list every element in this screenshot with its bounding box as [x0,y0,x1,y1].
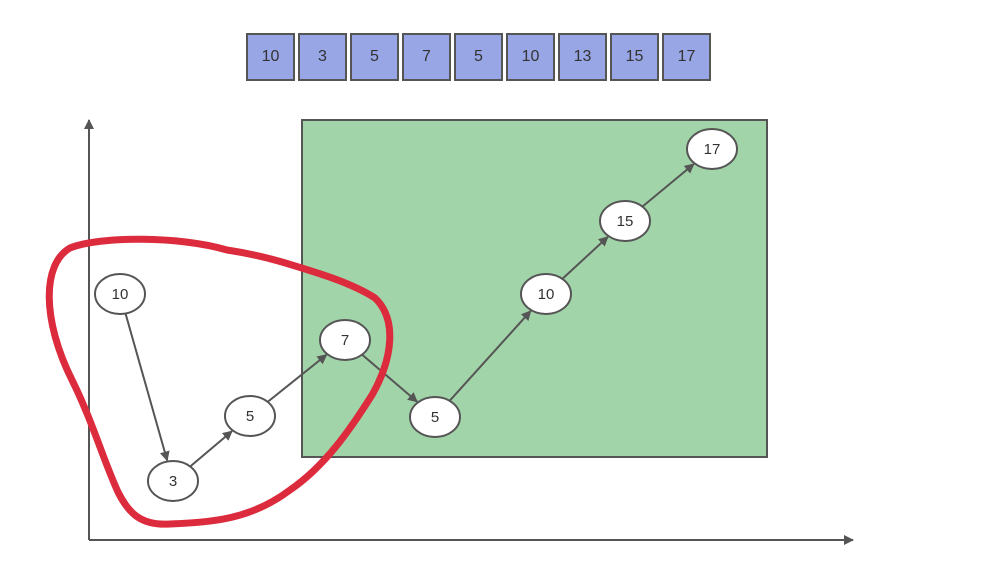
edge-arrow [448,310,532,402]
node: 3 [147,460,199,502]
node-circle [319,319,371,361]
node-label: 7 [341,332,349,349]
node-circle [520,273,572,315]
edge-arrow [361,353,418,403]
node-circle [94,273,146,315]
node-label: 10 [112,286,129,303]
array-cell: 10 [506,33,555,81]
node: 17 [686,128,738,170]
array-cell: 10 [246,33,295,81]
array-cell: 5 [350,33,399,81]
node: 10 [520,273,572,315]
edge-arrow [641,163,695,208]
array-cell: 17 [662,33,711,81]
node-label: 5 [246,408,254,425]
node-circle [147,460,199,502]
edge-arrow [124,313,170,462]
edge-arrow [189,430,233,468]
node-label: 5 [431,409,439,426]
node-circle [409,396,461,438]
edges-layer [124,163,695,468]
node-circle [599,200,651,242]
node: 10 [94,273,146,315]
node-label: 10 [538,286,555,303]
node: 5 [224,395,276,437]
array-cell: 15 [610,33,659,81]
node: 5 [409,396,461,438]
node-circle [224,395,276,437]
highlight-loop [45,235,394,528]
array-cell: 5 [454,33,503,81]
array-cell: 3 [298,33,347,81]
edge-arrow [267,353,328,403]
edge-arrow [561,236,609,280]
node: 7 [319,319,371,361]
array-cell: 13 [558,33,607,81]
node-label: 15 [617,213,634,230]
nodes-layer: 10 3 5 7 5 10 15 17 [94,128,738,502]
node-label: 17 [704,141,721,158]
node: 15 [599,200,651,242]
array-cell: 7 [402,33,451,81]
node-label: 3 [169,473,177,490]
node-circle [686,128,738,170]
